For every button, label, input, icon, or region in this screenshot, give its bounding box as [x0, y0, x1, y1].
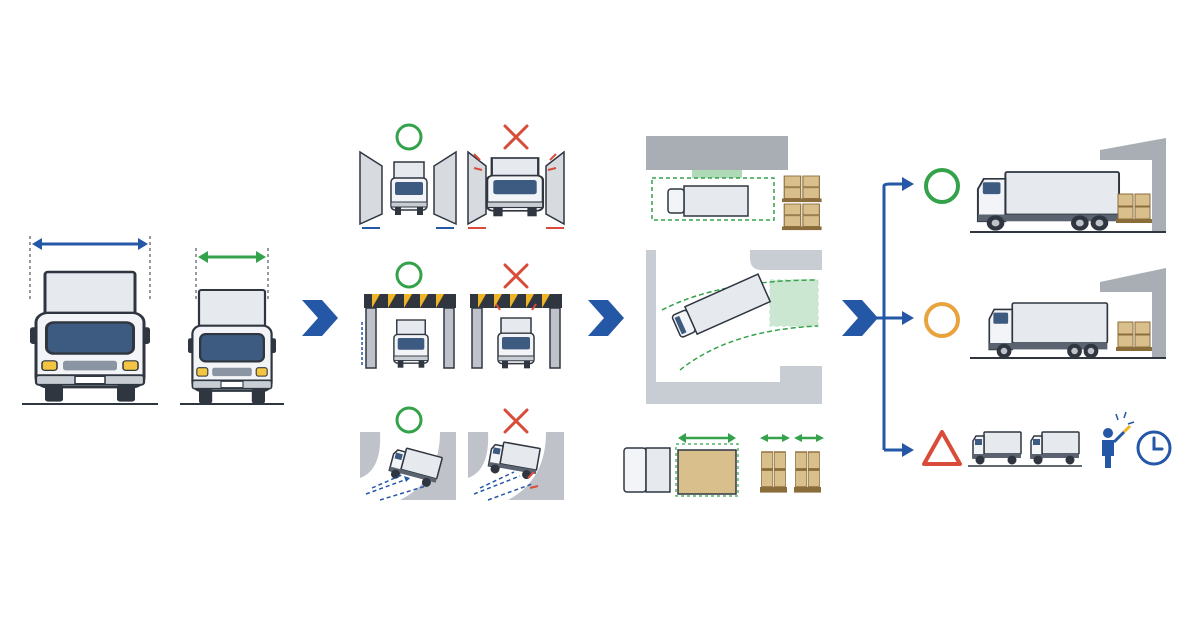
circle-ok-icon: [395, 261, 423, 289]
circle-ok-icon: [395, 406, 423, 434]
narrow-truck: [180, 248, 284, 405]
arrow-right-icon: [302, 300, 338, 336]
side-clearance-ng: [467, 150, 565, 229]
stage-site-layout: [623, 136, 824, 497]
guide-person-icon: [1102, 411, 1135, 468]
slope-turn-ng: [468, 432, 564, 501]
slope-turn-ok: [360, 432, 456, 501]
dock-parking-panel: [646, 136, 823, 231]
circle-ok-icon: [924, 302, 960, 338]
medium-truck-at-dock: [970, 268, 1166, 360]
circle-ok-icon: [395, 123, 423, 151]
wide-truck: [22, 236, 158, 405]
stage-evaluation: [876, 138, 1172, 468]
stage-truck-width: [22, 236, 284, 405]
cross-ng-icon: [503, 408, 529, 434]
branch-connector: [876, 182, 902, 452]
circle-ok-icon: [924, 168, 960, 204]
large-truck-at-dock: [970, 138, 1166, 233]
two-small-trucks: [968, 431, 1082, 467]
height-clearance-ok: [361, 294, 456, 369]
cross-ng-icon: [503, 263, 529, 289]
height-clearance-ng: [470, 294, 562, 370]
triangle-warning-icon: [922, 430, 962, 466]
cross-ng-icon: [503, 124, 529, 150]
clock-icon: [1136, 430, 1172, 466]
arrow-right-icon: [842, 300, 878, 336]
cargo-space-panel: [623, 433, 824, 497]
arrow-right-icon: [588, 300, 624, 336]
turning-space-panel: [646, 250, 822, 404]
side-clearance-ok: [359, 150, 457, 229]
stage-access-checks: [359, 123, 565, 501]
